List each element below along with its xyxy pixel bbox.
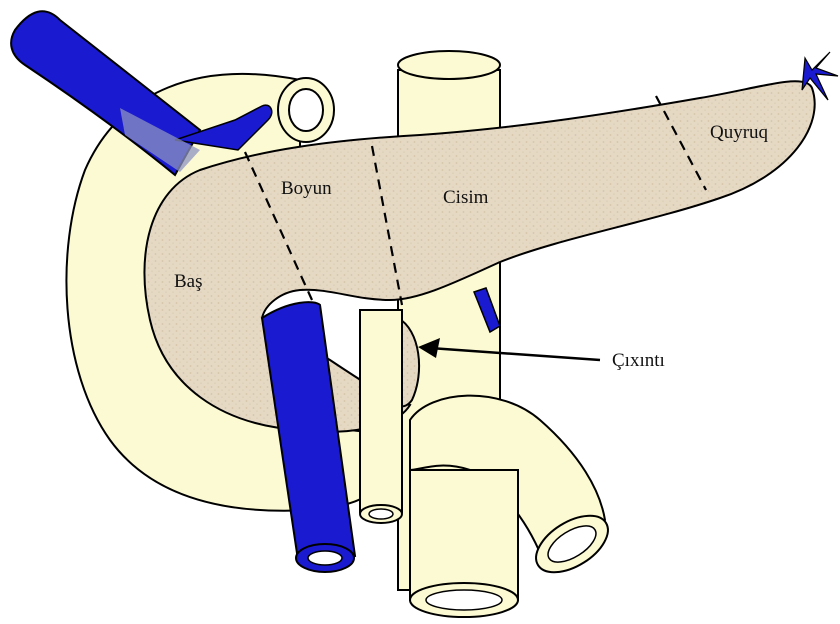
sma-ring-inner <box>369 509 393 519</box>
label-head: Baş <box>174 271 203 292</box>
label-body: Cisim <box>443 187 489 208</box>
lower-tube-center-ring-inner <box>426 590 502 610</box>
aorta-top <box>398 51 500 79</box>
smv-ring-inner <box>308 551 342 565</box>
bile-duct-ring-inner <box>289 89 323 131</box>
label-tail: Quyruq <box>710 122 769 143</box>
label-neck: Boyun <box>281 178 332 199</box>
sma-tube <box>360 310 402 512</box>
label-process: Çıxıntı <box>612 350 665 371</box>
lower-tube-center <box>410 470 518 600</box>
